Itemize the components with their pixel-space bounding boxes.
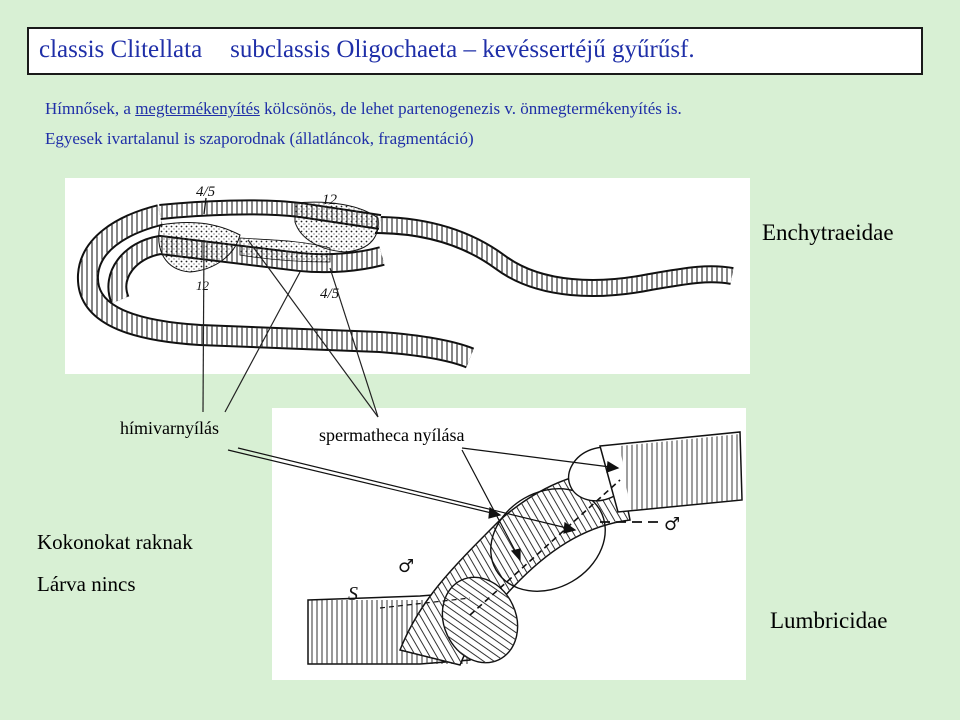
- bottom-pointer-arrows: [227, 447, 620, 562]
- family-label-enchytraeidae: Enchytraeidae: [762, 220, 894, 245]
- note-larva: Lárva nincs: [37, 572, 136, 596]
- title-subclass: subclassis Oligochaeta – kevéssertéjű gy…: [230, 36, 695, 63]
- body-line-1: Hímnősek, a megtermékenyítés kölcsönös, …: [45, 99, 682, 119]
- body-line-1-prefix: Hímnősek, a: [45, 99, 136, 118]
- label-spermatheca: spermatheca nyílása: [316, 425, 468, 446]
- note-cocoon: Kokonokat raknak: [37, 530, 193, 554]
- mark-c: 12: [196, 278, 210, 293]
- slide-title: classis Clitellata subclassis Oligochaeta…: [39, 36, 695, 64]
- male-symbol-1: ♂: [398, 556, 414, 577]
- title-box: classis Clitellata subclassis Oligochaeta…: [27, 27, 923, 75]
- body-line-1-suffix: kölcsönös, de lehet partenogenezis v. ön…: [259, 99, 682, 118]
- s-mark: S: [348, 583, 358, 605]
- mark-d: 4/5: [320, 286, 340, 302]
- family-label-lumbricidae: Lumbricidae: [770, 608, 888, 633]
- mark-a: 4/5: [196, 184, 216, 200]
- mark-b: 12: [322, 192, 338, 208]
- label-male-pore: hímivarnyílás: [120, 418, 219, 438]
- title-class: classis Clitellata: [39, 36, 203, 63]
- male-symbol-2: ♂: [664, 514, 680, 535]
- enchytraeid-worm-drawing: 4/5 12 12 4/5: [76, 184, 734, 369]
- body-line-1-underlined: megtermékenyítés: [135, 99, 260, 118]
- top-pointer-lines: [202, 239, 379, 418]
- lumbricid-worm-drawing: S ♂ ♂: [307, 431, 743, 666]
- body-line-2: Egyesek ivartalanul is szaporodnak (álla…: [45, 129, 474, 148]
